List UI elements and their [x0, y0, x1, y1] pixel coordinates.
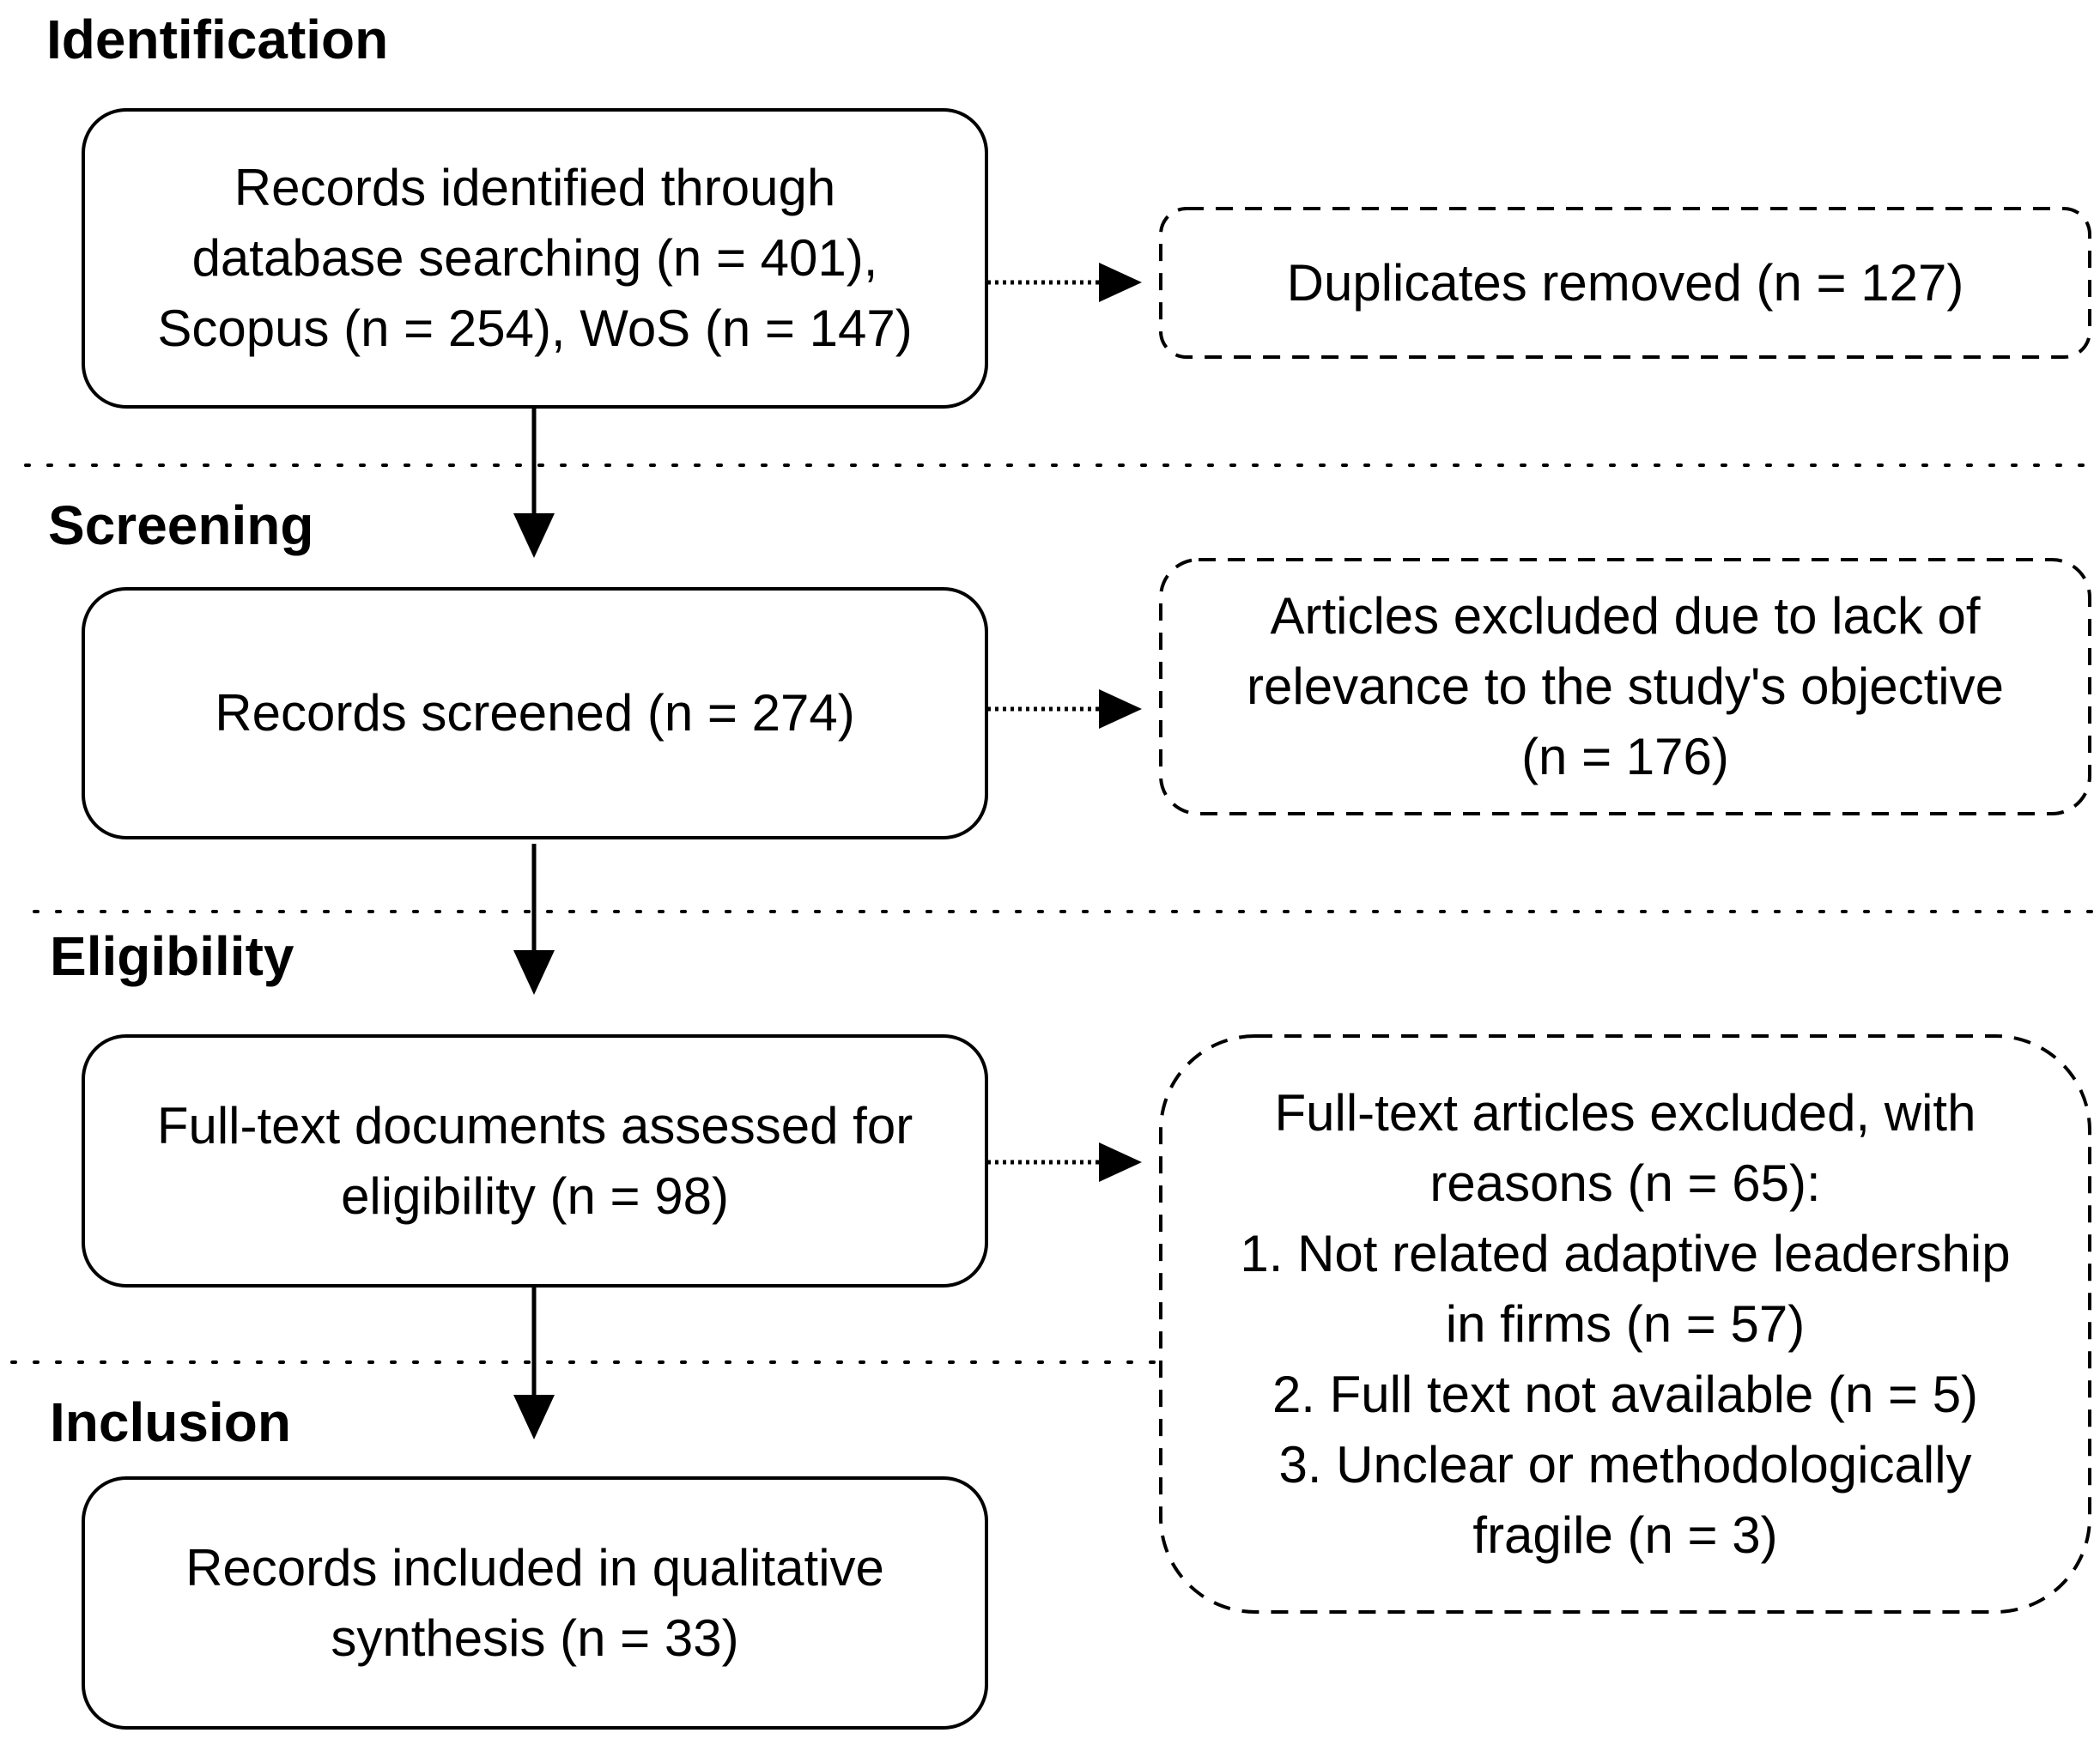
records-included-box: Records included in qualitative synthesi…	[82, 1476, 988, 1730]
arrow-identified-to-screened	[513, 409, 555, 558]
phase-label-identification: Identification	[46, 9, 389, 70]
excluded-full-text-line: fragile (n = 3)	[1472, 1506, 1778, 1564]
full-text-assessed-box: Full-text documents assessed for eligibi…	[82, 1034, 988, 1288]
excluded-full-text-box: Full-text articles excluded, with reason…	[1161, 1036, 2090, 1612]
records-screened-line: Records screened (n = 274)	[215, 684, 855, 742]
excluded-full-text-line: 2. Full text not available (n = 5)	[1272, 1365, 1979, 1423]
duplicates-removed-box: Duplicates removed (n = 127)	[1161, 209, 2090, 357]
full-text-assessed-line: Full-text documents assessed for	[156, 1096, 913, 1154]
records-identified-line: database searching (n = 401),	[191, 229, 878, 287]
excluded-full-text-line: reasons (n = 65):	[1429, 1154, 1821, 1212]
records-identified-line: Records identified through	[234, 159, 836, 216]
excluded-full-text-line: 3. Unclear or methodologically	[1278, 1435, 1972, 1494]
excluded-full-text-line: in firms (n = 57)	[1445, 1294, 1806, 1353]
arrow-screened-to-full-text	[513, 844, 555, 995]
excluded-full-text-box-border	[1159, 1034, 2091, 1614]
records-included-line: Records included in qualitative	[185, 1538, 884, 1597]
excluded-relevance-box-border	[1159, 558, 2091, 815]
excluded-relevance-line: Articles excluded due to lack of	[1270, 587, 1981, 645]
full-text-assessed-line: eligibility (n = 98)	[341, 1166, 729, 1225]
arrow-identified-to-duplicates	[987, 263, 1142, 302]
arrow-screened-to-excluded-relevance	[987, 689, 1142, 729]
phase-label-eligibility: Eligibility	[50, 925, 294, 987]
duplicates-removed-line: Duplicates removed (n = 127)	[1286, 253, 1964, 312]
excluded-relevance-box: Articles excluded due to lack of relevan…	[1161, 560, 2090, 814]
excluded-relevance-line: (n = 176)	[1521, 728, 1729, 785]
records-identified-line: Scopus (n = 254), WoS (n = 147)	[157, 300, 913, 357]
records-included-line: synthesis (n = 33)	[331, 1609, 739, 1667]
phase-label-screening: Screening	[48, 494, 314, 556]
phase-label-inclusion: Inclusion	[50, 1391, 291, 1453]
arrow-full-text-to-included	[513, 1288, 555, 1439]
excluded-relevance-line: relevance to the study's objective	[1247, 657, 2004, 715]
records-screened-box: Records screened (n = 274)	[82, 587, 988, 839]
excluded-full-text-line: Full-text articles excluded, with	[1274, 1083, 1976, 1142]
duplicates-box-border	[1159, 207, 2091, 359]
arrow-full-text-to-excluded	[987, 1142, 1142, 1182]
excluded-full-text-line: 1. Not related adaptive leadership	[1240, 1224, 2011, 1282]
records-identified-box: Records identified through database sear…	[82, 108, 988, 409]
